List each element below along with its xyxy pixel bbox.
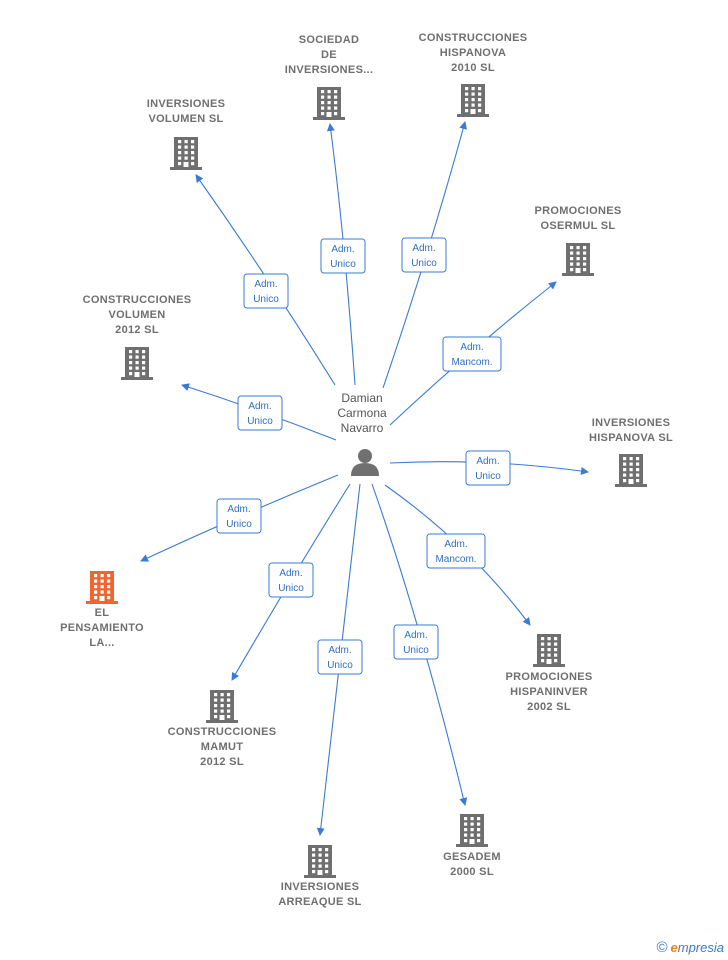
edge-label-line: Adm. bbox=[279, 568, 302, 579]
node-label-line: LA... bbox=[89, 637, 114, 649]
building-icon[interactable] bbox=[456, 814, 488, 847]
brand-logo-text: mpresia bbox=[677, 940, 724, 955]
node-label-line: 2012 SL bbox=[200, 756, 244, 768]
node-label-construcciones-volumen-2012[interactable]: CONSTRUCCIONES VOLUMEN 2012 SL bbox=[83, 294, 192, 336]
node-label-line: SOCIEDAD bbox=[299, 34, 359, 46]
building-icon[interactable] bbox=[615, 454, 647, 487]
node-label-line: 2012 SL bbox=[115, 324, 159, 336]
edge-label-el-pensamiento[interactable]: Adm. Unico bbox=[216, 498, 262, 534]
node-label-line: 2010 SL bbox=[451, 62, 495, 74]
edge-label-line: Adm. bbox=[476, 456, 499, 467]
building-icon[interactable] bbox=[562, 243, 594, 276]
edge-label-line: Adm. bbox=[328, 645, 351, 656]
node-label-line: DE bbox=[321, 49, 337, 61]
node-label-line: ARREAQUE SL bbox=[278, 896, 361, 908]
edge-label-line: Unico bbox=[411, 258, 437, 269]
node-label-line: HISPANINVER bbox=[510, 686, 588, 698]
brand-logo-e: e bbox=[670, 940, 678, 955]
node-label-el-pensamiento[interactable]: EL PENSAMIENTO LA... bbox=[60, 607, 144, 649]
building-icon[interactable] bbox=[313, 87, 345, 120]
edge-label-promociones-hispaninver-2002[interactable]: Adm. Mancom. bbox=[426, 533, 486, 569]
edge-label-line: Adm. bbox=[248, 401, 271, 412]
node-label-promociones-osermul[interactable]: PROMOCIONES OSERMUL SL bbox=[534, 205, 621, 232]
edge-label-line: Adm. bbox=[254, 279, 277, 290]
center-name-line: Damian bbox=[341, 391, 382, 405]
edge-label-inversiones-hispanova[interactable]: Adm. Unico bbox=[465, 450, 511, 486]
node-label-inversiones-hispanova[interactable]: INVERSIONES HISPANOVA SL bbox=[589, 417, 673, 444]
node-label-promociones-hispaninver-2002[interactable]: PROMOCIONES HISPANINVER 2002 SL bbox=[505, 671, 592, 713]
edge-label-line: Adm. bbox=[444, 539, 467, 550]
person-icon bbox=[351, 449, 379, 476]
node-label-line: PROMOCIONES bbox=[534, 205, 621, 217]
building-icon[interactable] bbox=[304, 845, 336, 878]
building-icon[interactable] bbox=[457, 84, 489, 117]
building-icon[interactable] bbox=[121, 347, 153, 380]
center-name-line: Navarro bbox=[341, 421, 384, 435]
brand-footer: ©empresia bbox=[656, 939, 724, 956]
building-icon[interactable] bbox=[86, 571, 118, 604]
node-label-construcciones-mamut-2012[interactable]: CONSTRUCCIONES MAMUT 2012 SL bbox=[168, 726, 277, 768]
node-label-line: MAMUT bbox=[201, 741, 243, 753]
edge-label-line: Unico bbox=[253, 294, 279, 305]
edge-label-inversiones-arreaque[interactable]: Adm. Unico bbox=[317, 639, 363, 675]
edge-label-construcciones-hispanova-2010[interactable]: Adm. Unico bbox=[401, 237, 447, 273]
edge-label-gesadem-2000[interactable]: Adm. Unico bbox=[393, 624, 439, 660]
edge-label-line: Mancom. bbox=[451, 357, 492, 368]
node-label-line: CONSTRUCCIONES bbox=[83, 294, 192, 306]
copyright-icon: © bbox=[656, 939, 668, 956]
node-label-line: CONSTRUCCIONES bbox=[168, 726, 277, 738]
edge-label-line: Unico bbox=[330, 259, 356, 270]
node-label-line: INVERSIONES bbox=[147, 98, 226, 110]
node-label-line: 2002 SL bbox=[527, 701, 571, 713]
edge-label-line: Adm. bbox=[404, 630, 427, 641]
edge-label-construcciones-volumen-2012[interactable]: Adm. Unico bbox=[237, 395, 283, 431]
building-icon[interactable] bbox=[206, 690, 238, 723]
node-label-line: CONSTRUCCIONES bbox=[419, 32, 528, 44]
node-label-line: PROMOCIONES bbox=[505, 671, 592, 683]
node-label-line: HISPANOVA SL bbox=[589, 432, 673, 444]
edge-label-promociones-osermul[interactable]: Adm. Mancom. bbox=[442, 336, 502, 372]
node-label-sociedad-de-inversiones[interactable]: SOCIEDAD DE INVERSIONES... bbox=[285, 34, 374, 76]
edge-label-line: Adm. bbox=[460, 342, 483, 353]
node-label-line: GESADEM bbox=[443, 851, 501, 863]
edge-label-inversiones-volumen[interactable]: Adm. Unico bbox=[243, 273, 289, 309]
edge-label-line: Unico bbox=[278, 583, 304, 594]
node-label-gesadem-2000[interactable]: GESADEM 2000 SL bbox=[443, 851, 501, 878]
node-label-line: 2000 SL bbox=[450, 866, 494, 878]
edge-label-line: Adm. bbox=[331, 244, 354, 255]
node-label-line: VOLUMEN SL bbox=[148, 113, 223, 125]
edge-label-line: Adm. bbox=[227, 504, 250, 515]
node-label-line: VOLUMEN bbox=[108, 309, 165, 321]
node-label-inversiones-volumen[interactable]: INVERSIONES VOLUMEN SL bbox=[147, 98, 226, 125]
edge-label-line: Unico bbox=[403, 645, 429, 656]
building-icon[interactable] bbox=[533, 634, 565, 667]
node-label-inversiones-arreaque[interactable]: INVERSIONES ARREAQUE SL bbox=[278, 881, 361, 908]
edge-label-line: Unico bbox=[247, 416, 273, 427]
node-label-line: INVERSIONES bbox=[592, 417, 671, 429]
edge-label-line: Unico bbox=[475, 471, 501, 482]
node-label-line: PENSAMIENTO bbox=[60, 622, 144, 634]
edge-label-line: Mancom. bbox=[435, 554, 476, 565]
edge-label-line: Unico bbox=[327, 660, 353, 671]
edge-label-construcciones-mamut-2012[interactable]: Adm. Unico bbox=[268, 562, 314, 598]
edge-label-line: Unico bbox=[226, 519, 252, 530]
node-label-line: INVERSIONES... bbox=[285, 64, 374, 76]
center-name-line: Carmona bbox=[337, 406, 387, 420]
building-icon[interactable] bbox=[170, 137, 202, 170]
node-label-line: OSERMUL SL bbox=[541, 220, 616, 232]
edge-label-line: Adm. bbox=[412, 243, 435, 254]
node-label-construcciones-hispanova-2010[interactable]: CONSTRUCCIONES HISPANOVA 2010 SL bbox=[419, 32, 528, 74]
edge-label-sociedad-de-inversiones[interactable]: Adm. Unico bbox=[320, 238, 366, 274]
node-label-line: INVERSIONES bbox=[281, 881, 360, 893]
node-label-line: EL bbox=[95, 607, 110, 619]
node-label-line: HISPANOVA bbox=[440, 47, 506, 59]
